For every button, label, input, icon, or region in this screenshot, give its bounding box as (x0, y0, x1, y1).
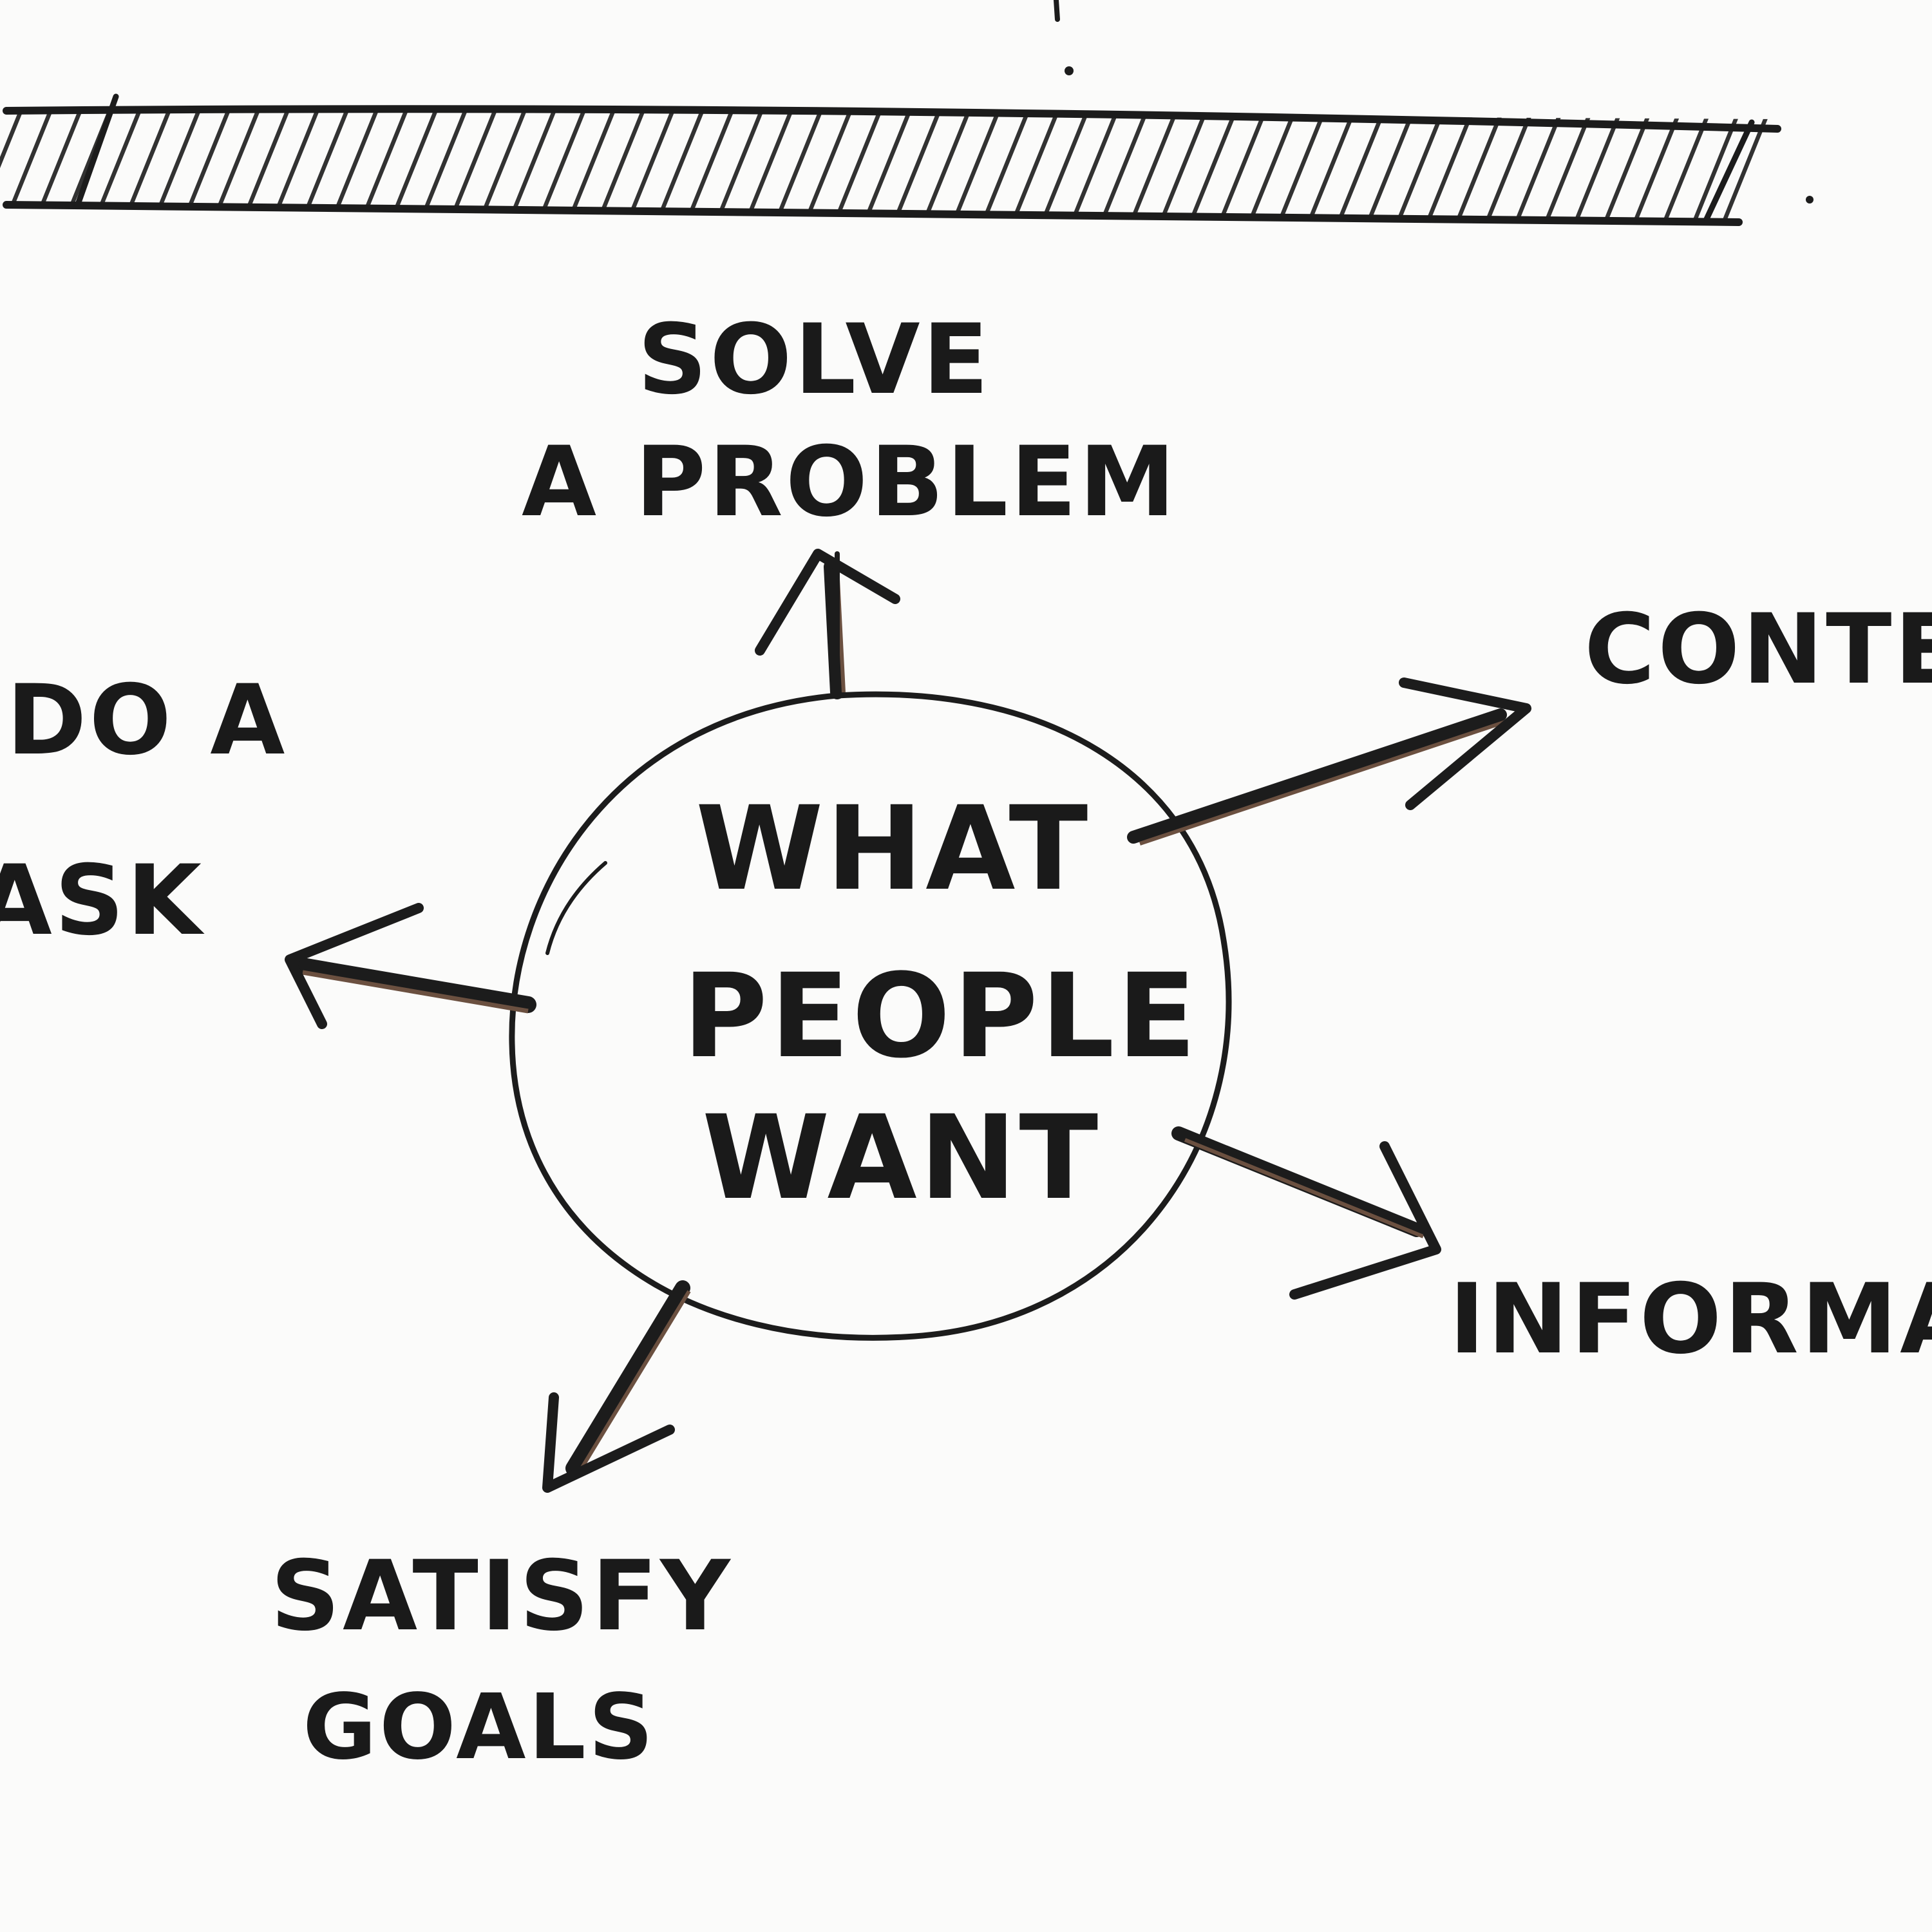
arrow-up-icon (755, 549, 900, 699)
arrow-left-icon (285, 903, 536, 1029)
left-label-line2: TASK (0, 845, 205, 957)
bottom-label-line1: SATISFY (270, 1540, 733, 1653)
circle-inner-stroke (545, 861, 607, 955)
center-label-line2: PEOPLE (683, 949, 1198, 1084)
hatched-bar (0, 93, 1781, 226)
right-dot (1806, 196, 1814, 204)
left-label-line1: DO A (6, 665, 287, 777)
top-label-line2: A PROBLEM (522, 426, 1178, 538)
arrow-upper-right-icon (1127, 677, 1531, 846)
top-dot (1065, 66, 1074, 75)
right-top-label: CONTE (1584, 594, 1932, 706)
center-label-line3: WANT (702, 1091, 1101, 1226)
right-bottom-label: INFORMA (1449, 1264, 1932, 1376)
arrow-lower-right-icon (1171, 1126, 1441, 1300)
center-circle (509, 691, 1232, 1341)
top-tick-mark (1054, 0, 1060, 22)
bottom-label-line2: GOALS (303, 1675, 656, 1780)
arrow-down-left-icon (542, 1280, 691, 1493)
center-label-line1: WHAT (696, 782, 1090, 916)
top-label-line1: SOLVE (638, 304, 991, 416)
